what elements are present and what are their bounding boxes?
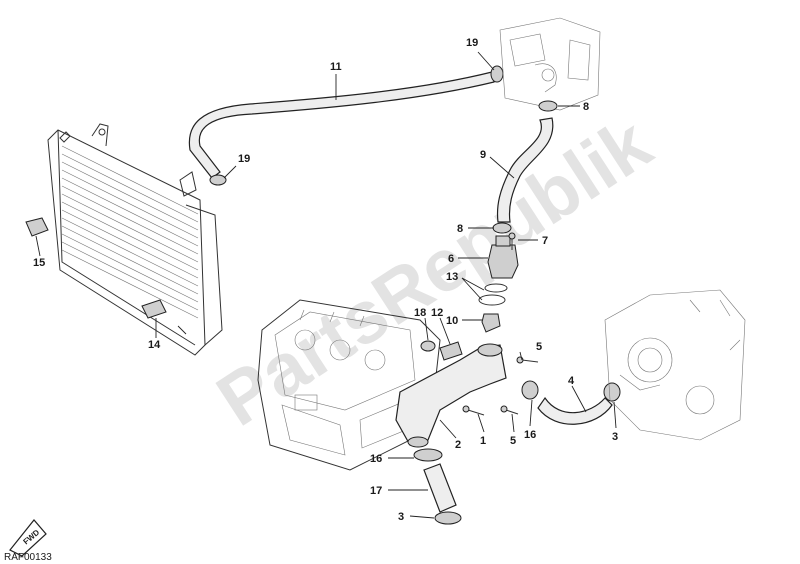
label-17: 17: [370, 485, 382, 497]
hose-11: [188, 71, 495, 179]
clamp-3-right: [603, 382, 621, 402]
hose-4: [537, 396, 613, 425]
o-rings-13: [478, 283, 508, 306]
rubber-pad-15: [25, 217, 49, 237]
label-8-lower: 8: [457, 223, 463, 235]
engine-upper-fragment: [499, 17, 601, 111]
bolt-1: [462, 405, 485, 416]
label-13: 13: [446, 271, 458, 283]
label-14: 14: [148, 339, 161, 351]
hose-17: [423, 463, 457, 513]
water-pump-cover: [604, 289, 746, 441]
label-3-lower: 3: [398, 511, 404, 523]
label-4: 4: [568, 375, 575, 387]
clamp-3-lower: [434, 511, 462, 525]
label-9: 9: [480, 149, 486, 161]
radiator-fins: [61, 145, 199, 319]
drawing-code: RAF00133: [4, 552, 52, 563]
leader-lines: [35, 51, 617, 519]
label-5-lower: 5: [510, 435, 516, 447]
clamp-16-lower: [413, 448, 443, 462]
label-16-right: 16: [524, 429, 536, 441]
label-3-right: 3: [612, 431, 618, 443]
clamp-8-lower: [492, 222, 512, 234]
clamp-8-upper: [538, 100, 558, 112]
thermostat-housing-6: [487, 235, 519, 279]
label-7: 7: [542, 235, 548, 247]
clamp-16-right: [521, 380, 539, 400]
thermostat-10: [481, 313, 501, 333]
label-1: 1: [480, 435, 486, 447]
label-18: 18: [414, 307, 426, 319]
clamp-19-lower: [209, 174, 227, 186]
fitting-18: [420, 340, 436, 352]
screw-7: [508, 232, 516, 250]
radiator: [47, 123, 223, 356]
label-12: 12: [431, 307, 443, 319]
label-19-lower: 19: [238, 153, 250, 165]
label-15: 15: [33, 257, 45, 269]
label-2: 2: [455, 439, 461, 451]
hose-9: [496, 117, 554, 223]
label-11: 11: [330, 61, 342, 73]
bolt-5-lower: [500, 405, 519, 415]
fwd-arrow-icon: FWD: [9, 519, 47, 557]
bolt-5-upper: [516, 356, 539, 364]
label-6: 6: [448, 253, 454, 265]
part-labels: 11 19 19 8 9 8 7 6 13 10 18 12 5 4 16 5 …: [33, 37, 618, 523]
rubber-pad-14: [141, 299, 167, 319]
water-pipe-2: [395, 343, 507, 448]
label-8-upper: 8: [583, 101, 589, 113]
label-16-lower: 16: [370, 453, 382, 465]
label-10: 10: [446, 315, 458, 327]
label-19-upper: 19: [466, 37, 478, 49]
elbow-union-12: [439, 341, 463, 361]
label-5-upper: 5: [536, 341, 542, 353]
